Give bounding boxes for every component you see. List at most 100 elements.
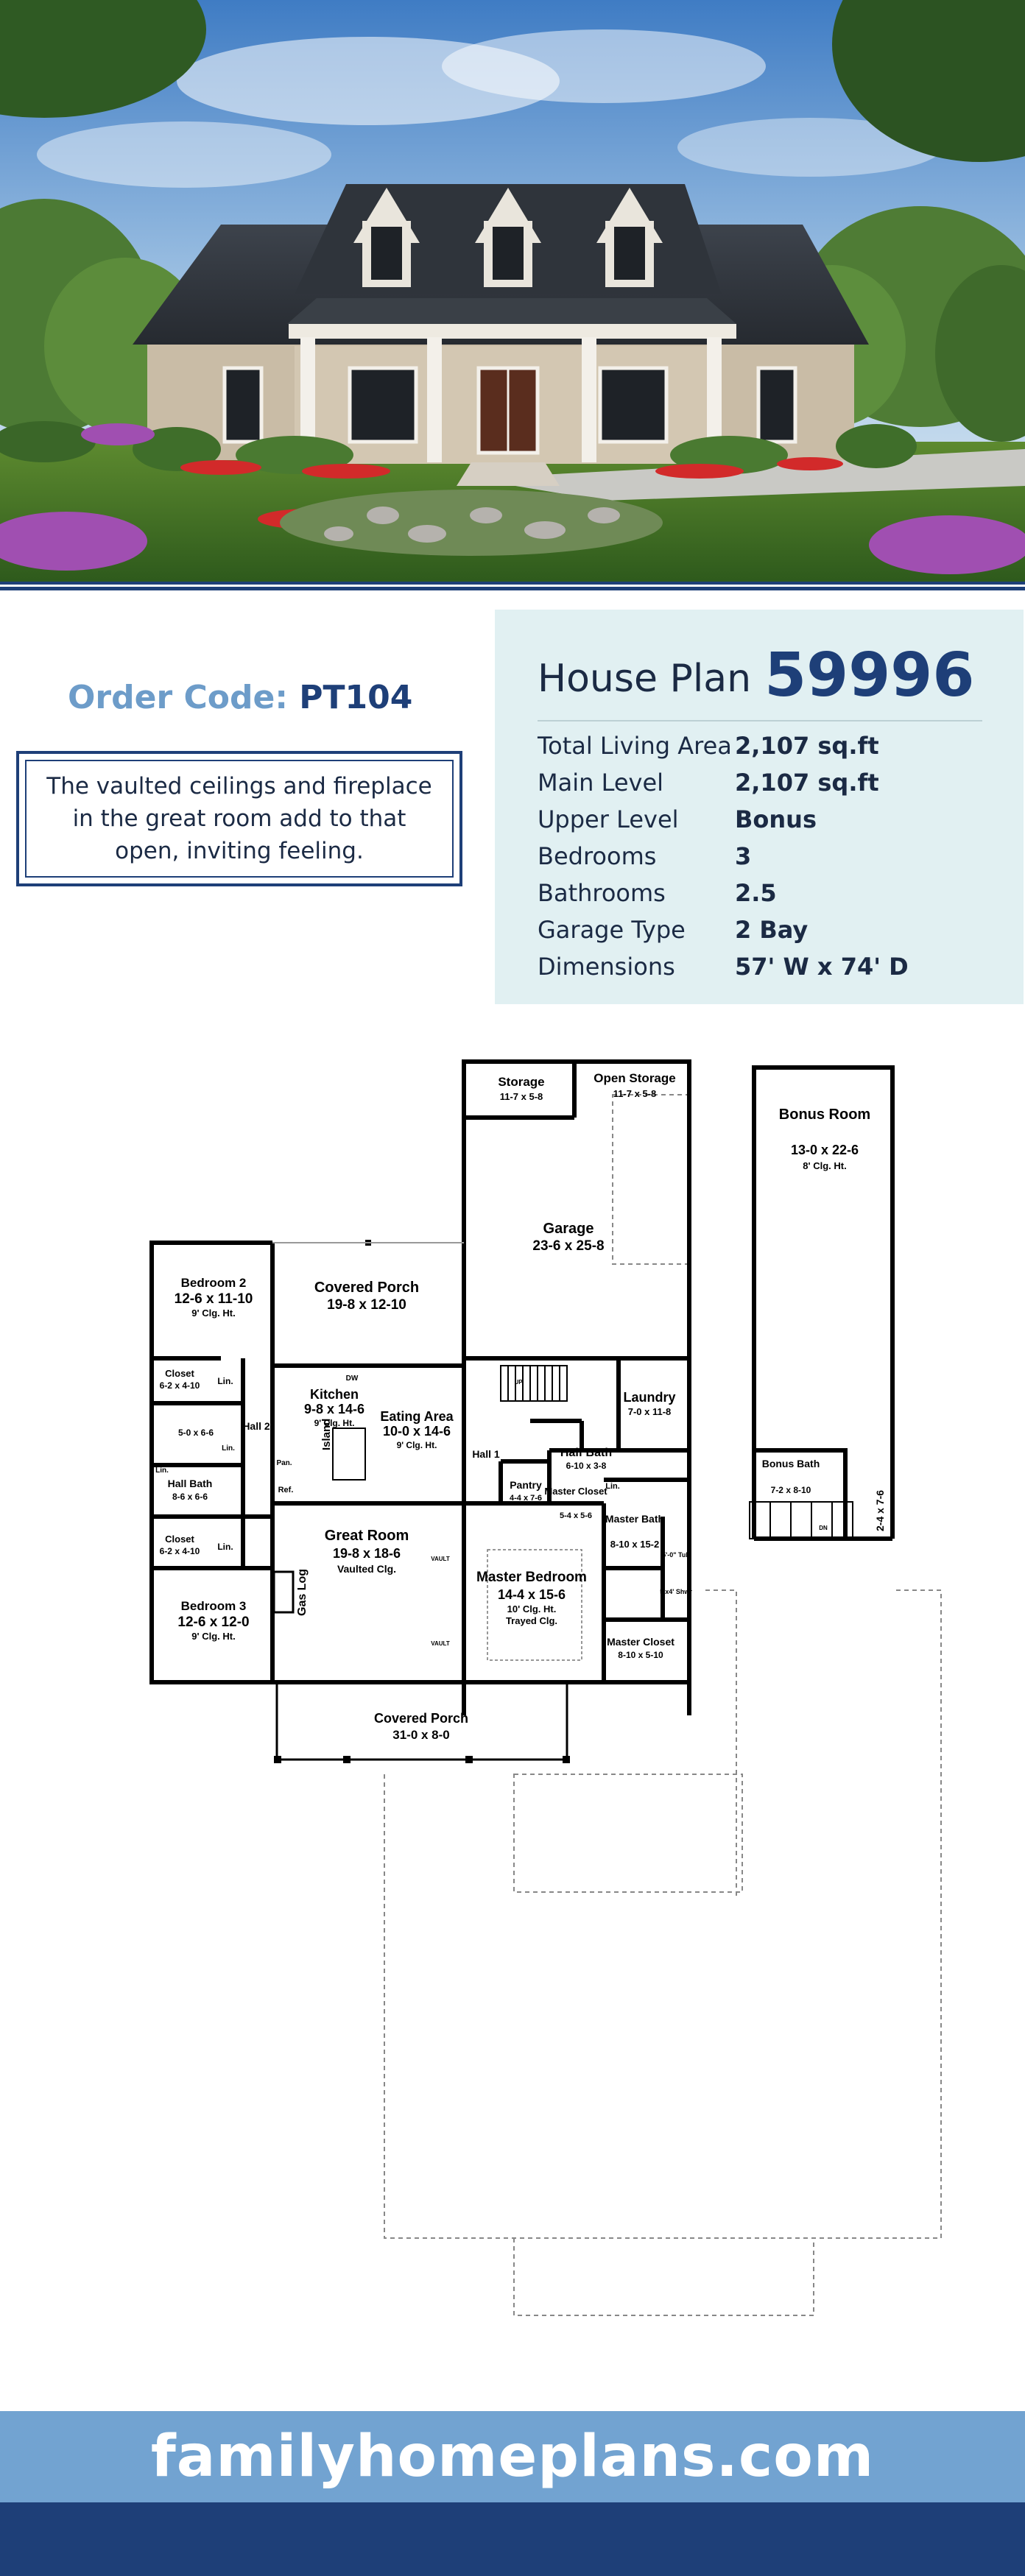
kitchen-size: 9-8 x 14-6 (304, 1402, 364, 1416)
open-storage-size: 11-7 x 5-8 (613, 1088, 657, 1099)
order-code: Order Code: PT104 (68, 679, 412, 716)
spec-value: Bonus (735, 805, 817, 833)
front-porch-size: 31-0 x 8-0 (392, 1728, 450, 1742)
hall-bath-name: Hall Bath (168, 1478, 213, 1489)
storage-name: Storage (498, 1075, 544, 1089)
spec-label: Bathrooms (538, 879, 666, 907)
open-storage-name: Open Storage (593, 1071, 675, 1085)
lin4: Lin. (605, 1482, 620, 1491)
bedroom3-note: 9' Clg. Ht. (191, 1631, 235, 1642)
order-code-value: PT104 (299, 679, 413, 716)
half-bath-size: 6-10 x 3-8 (566, 1461, 607, 1471)
closet2-name: Closet (165, 1534, 194, 1545)
laundry-name: Laundry (623, 1390, 675, 1405)
bedroom2-name: Bedroom 2 (181, 1276, 247, 1290)
small-room-size: 5-0 x 6-6 (178, 1428, 214, 1438)
spec-label: Upper Level (538, 805, 679, 833)
master-bath-size: 8-10 x 15-2 (610, 1539, 660, 1550)
master-closet-small-name: Master Closet (544, 1486, 607, 1497)
tub: 5'-0" Tub (662, 1551, 690, 1559)
master-closet-name: Master Closet (607, 1636, 674, 1648)
master-closet-size: 8-10 x 5-10 (618, 1650, 663, 1660)
footer-band: familyhomeplans.com (0, 2411, 1025, 2502)
pantry-name: Pantry (510, 1479, 542, 1491)
stair-up-label: UP (514, 1379, 523, 1386)
site-url[interactable]: familyhomeplans.com (150, 2424, 875, 2490)
bonus-room-size: 13-0 x 22-6 (791, 1143, 859, 1157)
floor-plan-drawing: Storage 11-7 x 5-8 Open Storage 11-7 x 5… (149, 1059, 942, 2316)
spec-label: Garage Type (538, 916, 686, 944)
vault1: VAULT (431, 1556, 450, 1562)
rear-porch-name: Covered Porch (314, 1280, 419, 1296)
house-illustration (0, 0, 1025, 582)
spec-label: Bedrooms (538, 842, 657, 870)
hall2: Hall 2 (242, 1420, 270, 1432)
master-closet-small-size: 5-4 x 5-6 (560, 1511, 592, 1520)
spec-value: 57' W x 74' D (735, 953, 909, 981)
bonus-side-room: 2-4 x 7-6 (874, 1490, 886, 1531)
great-room-size: 19-8 x 18-6 (333, 1546, 401, 1561)
lin5: Lin. (217, 1542, 233, 1552)
half-bath-name: Half Bath (560, 1447, 612, 1459)
spec-value: 2,107 sq.ft (735, 732, 879, 760)
bedroom2-note: 9' Clg. Ht. (191, 1308, 235, 1319)
stair-down-label: DN (819, 1525, 828, 1531)
great-room-name: Great Room (325, 1528, 409, 1544)
master-bedroom-note2: Trayed Clg. (506, 1615, 557, 1626)
hero-divider-highlight (0, 585, 1025, 587)
front-porch-name: Covered Porch (374, 1711, 468, 1726)
spec-value: 2.5 (735, 879, 777, 907)
laundry-size: 7-0 x 11-8 (628, 1406, 672, 1417)
bonus-bath-size: 7-2 x 8-10 (771, 1485, 811, 1495)
rear-porch-size: 19-8 x 12-10 (327, 1297, 406, 1313)
order-code-label: Order Code: (68, 679, 288, 716)
spec-value: 3 (735, 842, 752, 870)
great-room-note: Vaulted Clg. (337, 1563, 396, 1575)
shower: 5'x4' Shwr (660, 1588, 692, 1595)
lin1: Lin. (217, 1376, 233, 1386)
dishwasher: DW (346, 1375, 359, 1383)
lin3: Lin. (155, 1467, 169, 1475)
closet1-name: Closet (165, 1368, 194, 1379)
closet1-size: 6-2 x 4-10 (160, 1380, 200, 1391)
eating-area-name: Eating Area (380, 1409, 454, 1424)
master-bedroom-size: 14-4 x 15-6 (498, 1587, 566, 1602)
description-box: The vaulted ceilings and fireplace in th… (16, 751, 462, 886)
eating-area-size: 10-0 x 14-6 (383, 1424, 451, 1439)
specs-divider (538, 720, 982, 721)
eating-area-note: 9' Clg. Ht. (397, 1440, 437, 1450)
hall-bath-size: 8-6 x 6-6 (172, 1492, 208, 1502)
house-rendering (0, 0, 1025, 582)
spec-label: Dimensions (538, 953, 675, 981)
bedroom3-size: 12-6 x 12-0 (177, 1615, 249, 1630)
garage-size: 23-6 x 25-8 (532, 1238, 604, 1254)
closet2-size: 6-2 x 4-10 (160, 1546, 200, 1556)
hall1: Hall 1 (472, 1448, 500, 1460)
spec-value: 2,107 sq.ft (735, 769, 879, 797)
floor-plan: Storage 11-7 x 5-8 Open Storage 11-7 x 5… (0, 1053, 1025, 2341)
footer-bottom-band (0, 2502, 1025, 2576)
storage-size: 11-7 x 5-8 (500, 1091, 543, 1102)
garage-name: Garage (543, 1221, 594, 1237)
bedroom2-size: 12-6 x 11-10 (175, 1291, 253, 1307)
spec-label: Main Level (538, 769, 664, 797)
plan-number: 59996 (764, 641, 975, 710)
pantry-label: Pan. (276, 1459, 292, 1467)
gas-log: Gas Log (296, 1569, 309, 1616)
spec-label: Total Living Area (538, 732, 732, 760)
bedroom3-name: Bedroom 3 (181, 1599, 247, 1613)
bonus-room-name: Bonus Room (779, 1107, 870, 1123)
lin2: Lin. (222, 1444, 235, 1453)
master-bedroom-note1: 10' Clg. Ht. (507, 1603, 557, 1615)
description-text: The vaulted ceilings and fireplace in th… (25, 760, 454, 878)
refrigerator: Ref. (278, 1486, 294, 1495)
spec-value: 2 Bay (735, 916, 809, 944)
master-bath-name: Master Bath (605, 1513, 664, 1525)
bonus-bath-name: Bonus Bath (762, 1458, 820, 1469)
kitchen-note: 9' Clg. Ht. (314, 1418, 355, 1428)
kitchen-island: Island (320, 1419, 333, 1450)
vault2: VAULT (431, 1640, 450, 1647)
pantry-size: 4-4 x 7-6 (510, 1494, 542, 1503)
